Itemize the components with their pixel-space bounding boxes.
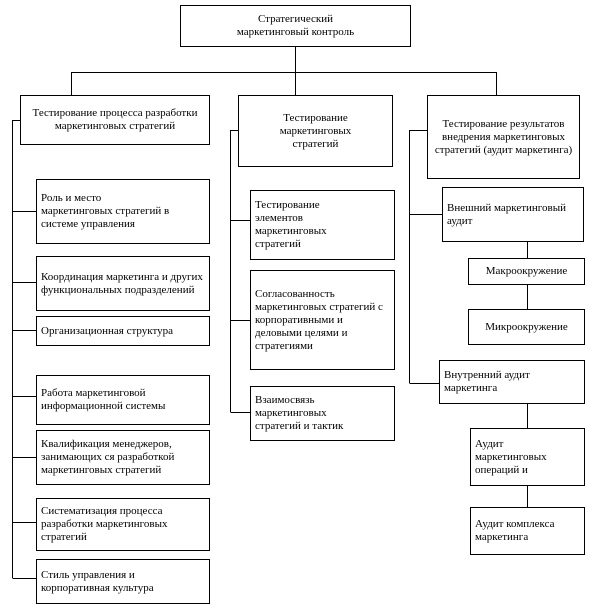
root-box: Стратегический маркетинговый контроль: [180, 5, 411, 47]
audit-subitem-label: Микроокружение: [485, 320, 568, 333]
strategy-item-label: Тестирование элементов маркетинговых стр…: [255, 199, 327, 250]
process-item-label: Стиль управления и корпоративная культур…: [41, 568, 154, 594]
process-item-label: Квалификация менеджеров, занимающих ся р…: [41, 438, 175, 476]
column-3-header: Тестирование результатов внедрения марке…: [427, 95, 580, 179]
strategy-item: Тестирование элементов маркетинговых стр…: [250, 190, 395, 260]
audit-subitem: Аудит комплекса маркетинга: [470, 507, 585, 555]
audit-subitem-label: Макроокружение: [485, 265, 568, 277]
process-item: Работа маркетинговой информационной сист…: [36, 375, 210, 425]
process-item-label: Организационная структура: [41, 324, 173, 337]
audit-subitem: Аудит маркетинговых операций и: [470, 428, 585, 486]
process-item: Роль и место маркетинговых стратегий в с…: [36, 179, 210, 244]
strategy-item: Согласованность маркетинговых стратегий …: [250, 270, 395, 370]
strategy-item-label: Согласованность маркетинговых стратегий …: [255, 287, 383, 352]
audit-subitem: Микроокружение: [468, 309, 585, 345]
column-2-header: Тестирование маркетинговых стратегий: [238, 95, 393, 167]
column-3-header-label: Тестирование результатов внедрения марке…: [434, 117, 573, 156]
process-item: Стиль управления и корпоративная культур…: [36, 559, 210, 604]
process-item: Квалификация менеджеров, занимающих ся р…: [36, 430, 210, 485]
column-1-header: Тестирование процесса разработки маркети…: [20, 95, 210, 145]
audit-subitem-label: Аудит маркетинговых операций и: [475, 437, 547, 476]
column-1-header-label: Тестирование процесса разработки маркети…: [32, 107, 198, 132]
audit-group: Внешний маркетинговый аудит: [442, 187, 584, 242]
process-item-label: Роль и место маркетинговых стратегий в с…: [41, 192, 170, 230]
audit-group-label: Внутренний аудит маркетинга: [444, 369, 530, 394]
process-item-label: Систематизация процесса разработки марке…: [41, 505, 168, 543]
audit-subitem: Макроокружение: [468, 258, 585, 285]
process-item-label: Координация маркетинга и других функцион…: [41, 270, 203, 296]
column-2-header-label: Тестирование маркетинговых стратегий: [279, 111, 352, 150]
process-item: Систематизация процесса разработки марке…: [36, 498, 210, 551]
process-item-label: Работа маркетинговой информационной сист…: [41, 387, 166, 412]
strategy-item-label: Взаимосвязь маркетинговых стратегий и та…: [255, 394, 344, 432]
process-item: Координация маркетинга и других функцион…: [36, 256, 210, 311]
root-label: Стратегический маркетинговый контроль: [236, 13, 355, 38]
audit-group: Внутренний аудит маркетинга: [439, 360, 585, 404]
audit-subitem-label: Аудит комплекса маркетинга: [475, 518, 555, 543]
audit-group-label: Внешний маркетинговый аудит: [447, 201, 566, 227]
process-item: Организационная структура: [36, 316, 210, 346]
strategy-item: Взаимосвязь маркетинговых стратегий и та…: [250, 386, 395, 441]
